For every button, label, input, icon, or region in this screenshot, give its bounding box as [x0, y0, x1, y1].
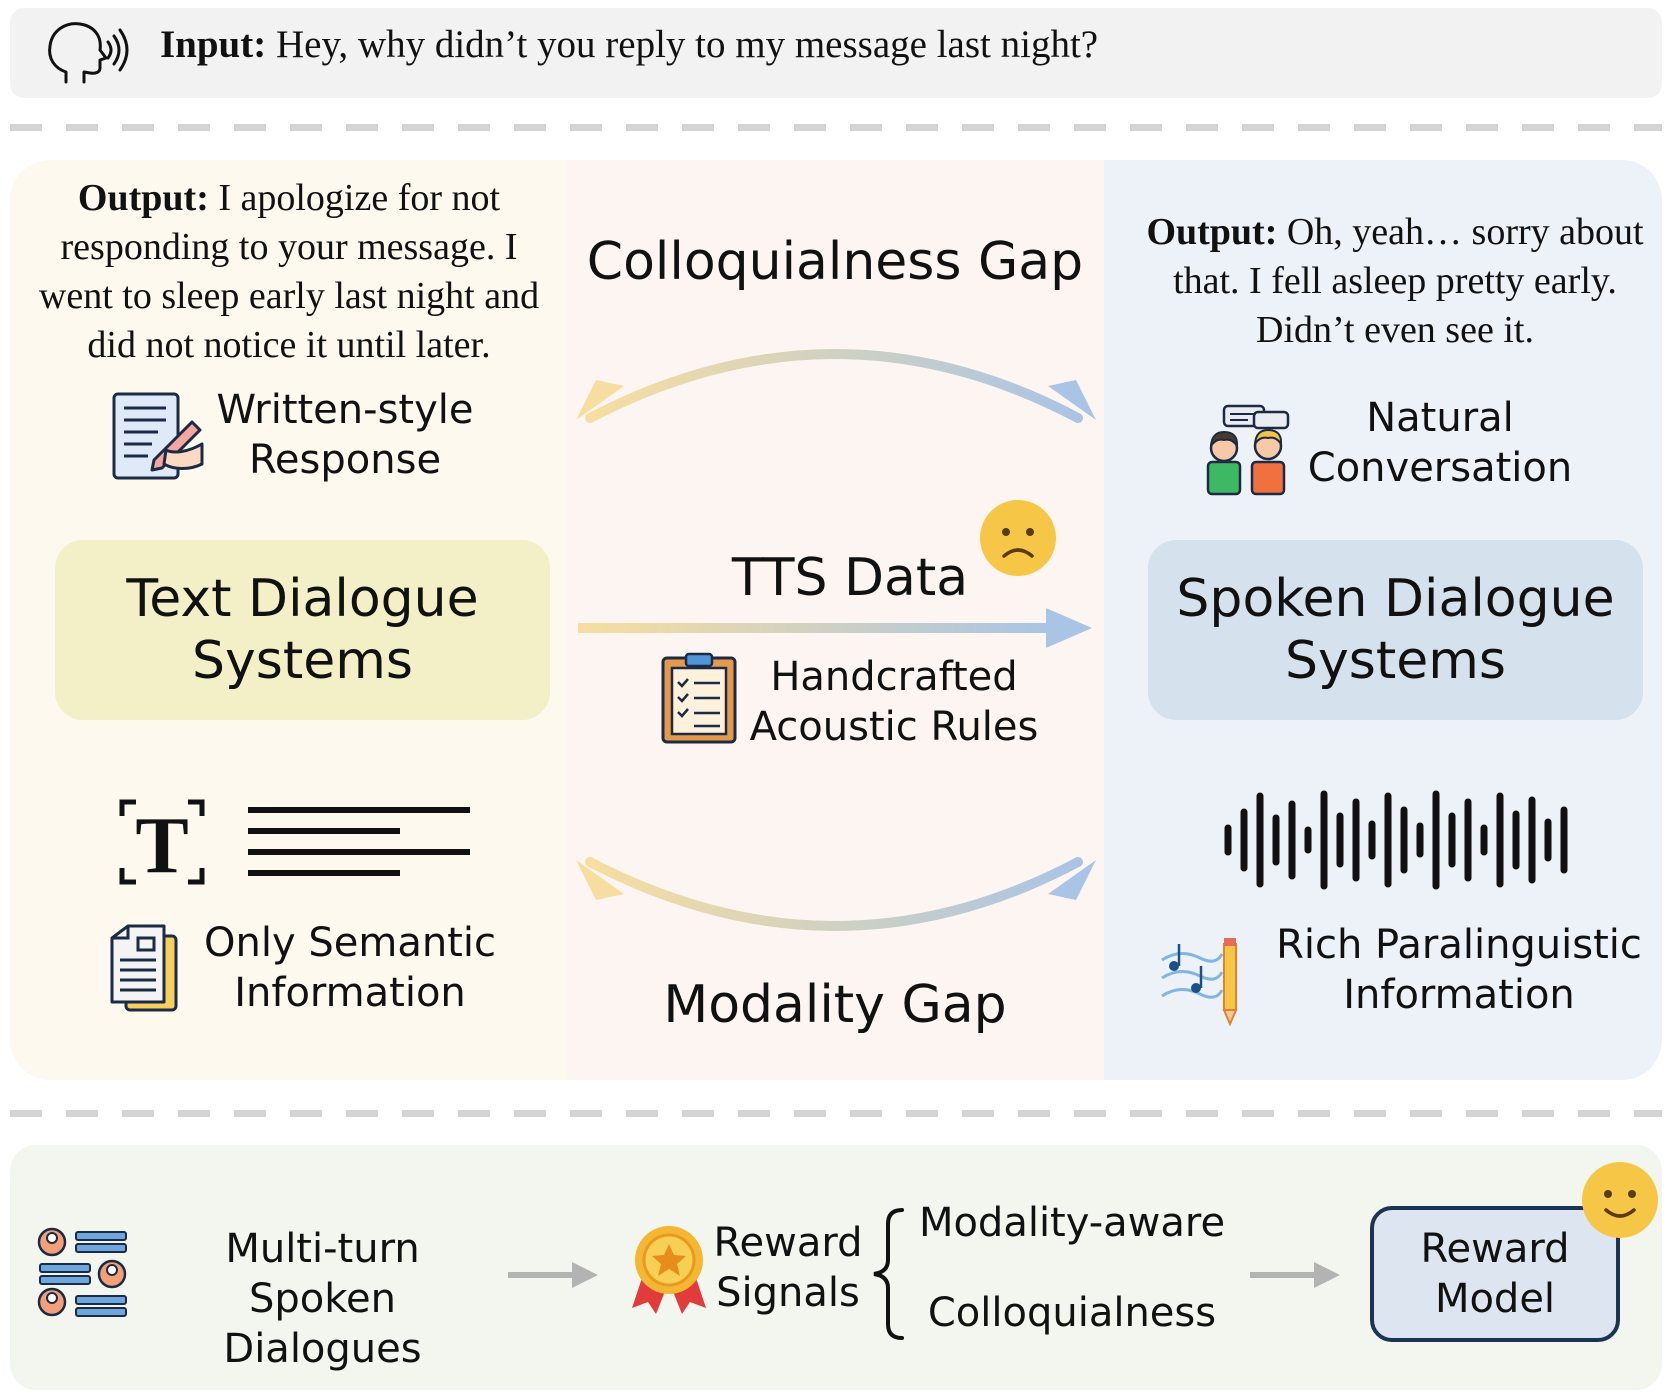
tts-data-label: TTS Data — [731, 548, 969, 608]
natural-conversation-line1: Natural — [1366, 395, 1514, 441]
paralinguistic-info-label: Rich Paralinguistic Information — [1264, 920, 1654, 1020]
reward-model-line2: Model — [1434, 1276, 1556, 1322]
semantic-info-label: Only Semantic Information — [200, 918, 500, 1018]
handcrafted-rules-line2: Acoustic Rules — [749, 704, 1039, 750]
natural-conversation-label: Natural Conversation — [1300, 393, 1580, 493]
handcrafted-rules-line1: Handcrafted — [770, 654, 1018, 700]
input-bar — [10, 8, 1662, 98]
written-style-label: Written-style Response — [205, 385, 485, 485]
reward-signals-line2: Signals — [716, 1270, 860, 1316]
natural-conversation-line2: Conversation — [1307, 445, 1573, 491]
users-chat-icon — [37, 1227, 127, 1317]
text-systems-line1: Text Dialogue — [126, 569, 479, 629]
semantic-info-line2: Information — [234, 970, 466, 1016]
multi-turn-dialogues-label: Multi-turn Spoken Dialogues — [150, 1224, 495, 1374]
flow-arrow-1 — [508, 1262, 598, 1288]
paralinguistic-info-line1: Rich Paralinguistic — [1276, 922, 1642, 968]
speaking-head-icon — [48, 22, 129, 84]
writing-icon — [112, 392, 204, 480]
brace-icon — [873, 1208, 904, 1340]
reward-model-box: Reward Model — [1370, 1206, 1620, 1342]
semantic-info-line1: Only Semantic — [204, 920, 496, 966]
handcrafted-rules-label: Handcrafted Acoustic Rules — [744, 652, 1044, 752]
reward-signals-label: Reward Signals — [708, 1218, 868, 1318]
document-icon — [110, 924, 178, 1012]
criterion-colloquialness: Colloquialness — [927, 1290, 1217, 1336]
bottom-divider — [10, 1110, 1662, 1117]
modality-gap-arrow — [576, 857, 1096, 931]
spoken-systems-line1: Spoken Dialogue — [1176, 569, 1615, 629]
checklist-icon — [661, 652, 737, 744]
multi-turn-line2: Spoken Dialogues — [223, 1276, 422, 1372]
multi-turn-line1: Multi-turn — [225, 1226, 420, 1272]
tts-arrow — [578, 608, 1092, 648]
text-systems-line2: Systems — [192, 631, 413, 691]
colloquialness-gap-label: Colloquialness Gap — [586, 232, 1084, 292]
written-output-text: Output: I apologize for not responding t… — [38, 177, 540, 366]
written-style-label-line2: Response — [248, 437, 442, 483]
top-divider — [10, 124, 1662, 131]
text-dialogue-systems-box: Text Dialogue Systems — [55, 540, 550, 720]
spoken-output-text: Output: Oh, yeah… sorry about that. I fe… — [1146, 211, 1644, 351]
flow-arrow-2 — [1250, 1262, 1340, 1288]
waveform-icon — [1224, 790, 1568, 890]
modality-gap-label: Modality Gap — [663, 975, 1007, 1035]
spoken-dialogue-systems-box: Spoken Dialogue Systems — [1148, 540, 1643, 720]
medal-icon — [632, 1226, 706, 1314]
input-text: Input: Hey, why didn’t you reply to my m… — [160, 23, 1099, 66]
spoken-systems-line2: Systems — [1284, 631, 1506, 691]
criterion-modality-aware: Modality-aware — [918, 1200, 1226, 1246]
colloquialness-gap-arrow — [576, 349, 1096, 423]
happy-face-icon — [1582, 1162, 1658, 1238]
paralinguistic-info-line2: Information — [1343, 972, 1575, 1018]
conversation-icon — [1206, 404, 1290, 496]
sad-face-icon — [980, 500, 1056, 576]
svg-text:T: T — [135, 802, 188, 890]
text-t-icon: T — [119, 799, 470, 890]
music-pencil-icon — [1161, 938, 1238, 1027]
reward-signals-line1: Reward — [713, 1220, 863, 1266]
reward-model-line1: Reward — [1420, 1226, 1570, 1272]
written-style-label-line1: Written-style — [216, 387, 474, 433]
